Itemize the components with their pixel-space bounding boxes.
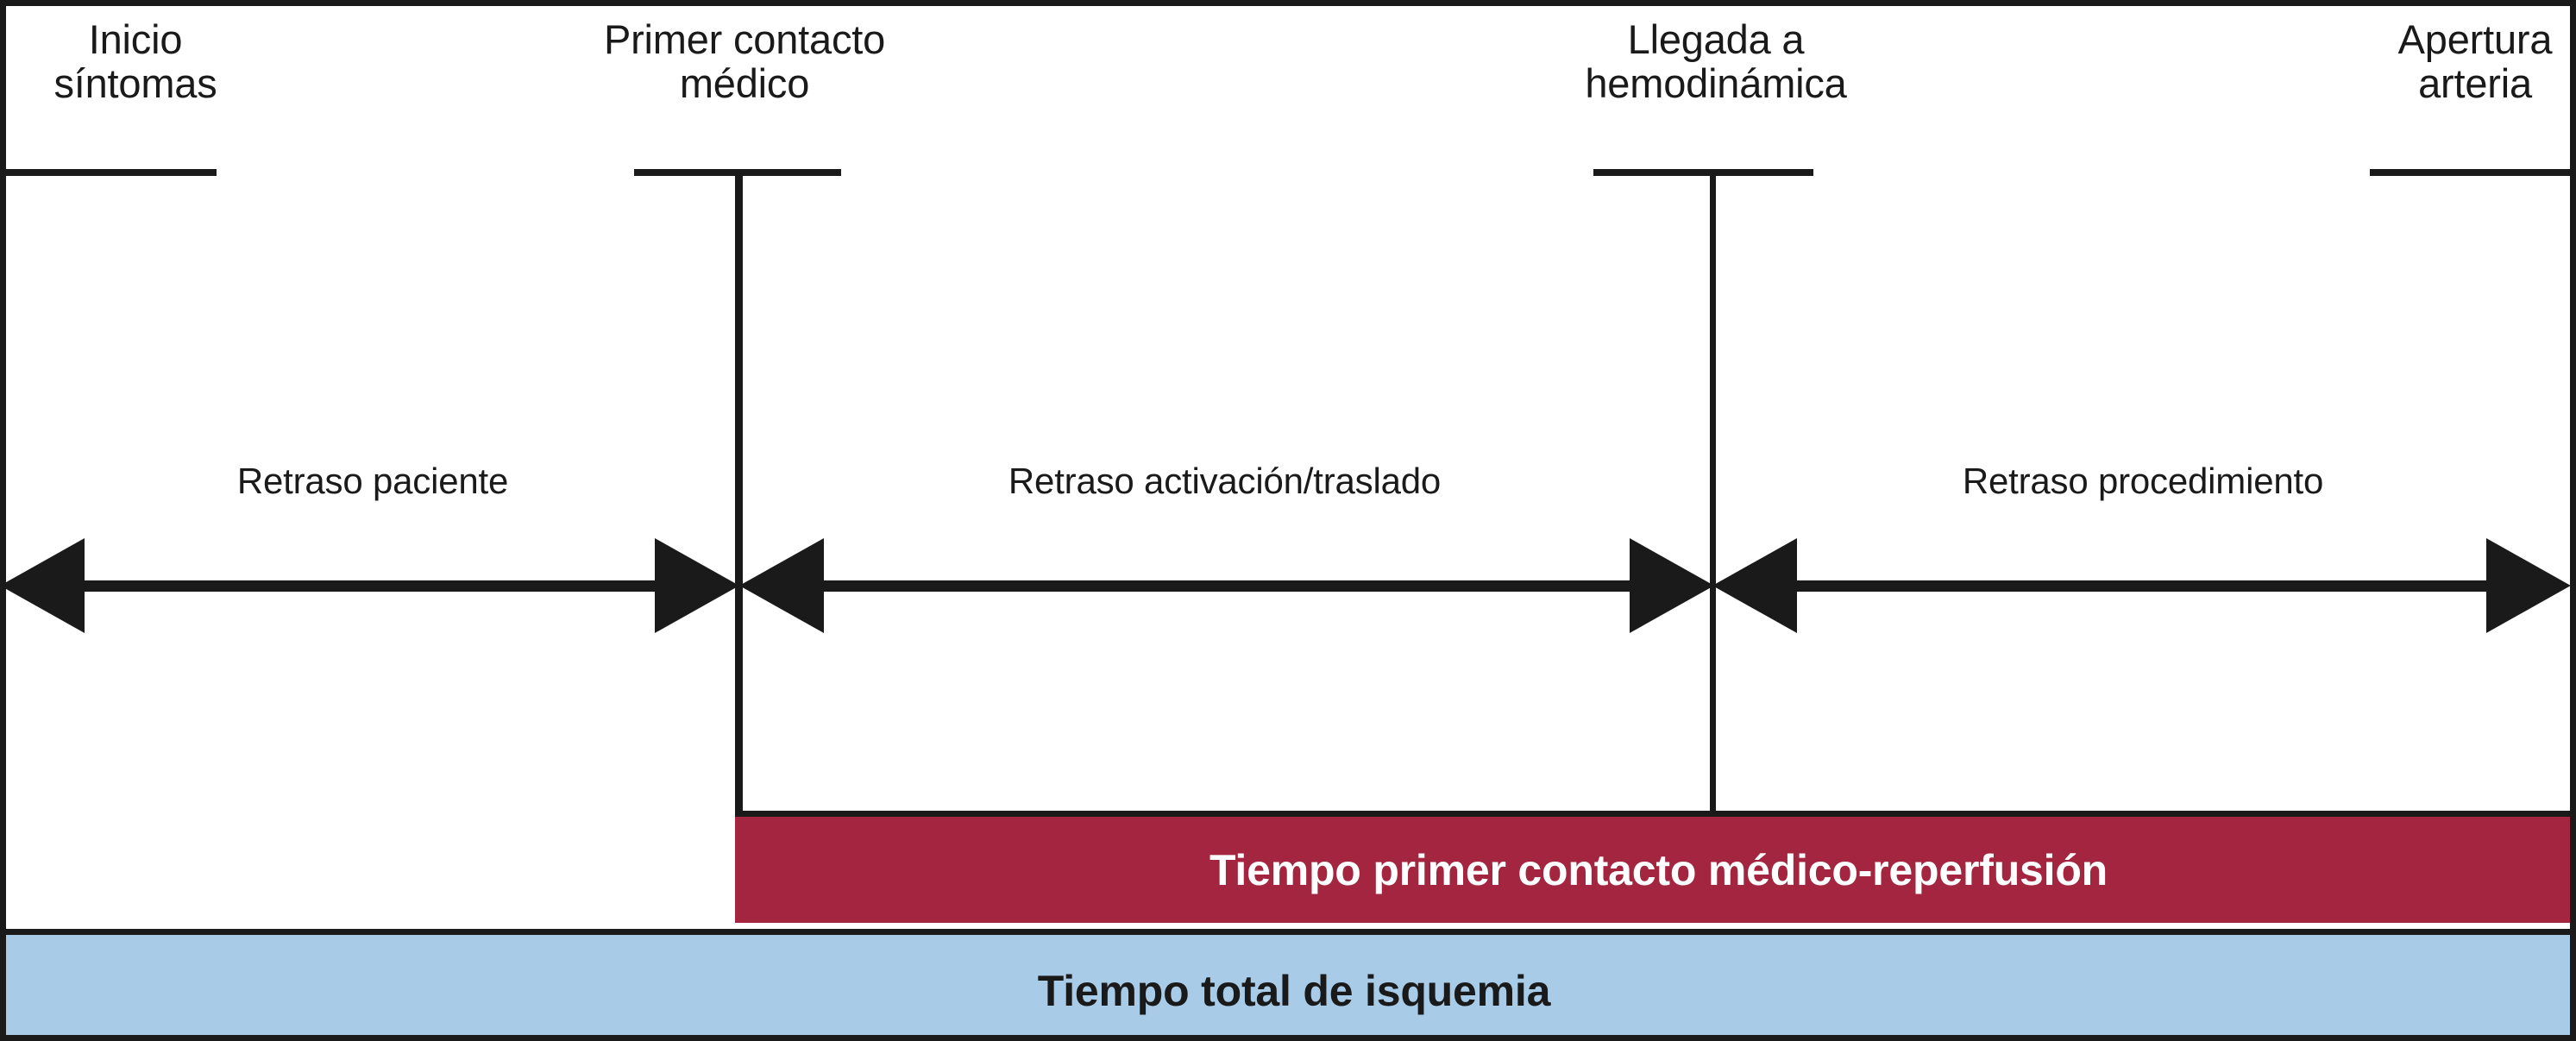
arrow-retraso-paciente [6, 538, 739, 633]
arrowhead-right-icon [1630, 538, 1714, 633]
arrowhead-right-icon [2486, 538, 2570, 633]
vertical-line-primer-contacto-medico [735, 169, 743, 903]
segment-label-retraso-activacion-traslado: Retraso activación/traslado [1008, 461, 1442, 501]
bar-tiempo-primer-contacto-medico-reperfusion: Tiempo primer contacto médico-reperfusió… [735, 811, 2570, 923]
arrow-shaft [1781, 580, 2502, 592]
milestone-label-primer-contacto-medico: Primer contacto médico [603, 16, 886, 106]
segment-label-retraso-paciente: Retraso paciente [236, 461, 509, 501]
arrow-retraso-activacion-traslado [739, 538, 1714, 633]
vertical-line-llegada-hemodinamica [1710, 169, 1716, 817]
bar-tiempo-total-de-isquemia: Tiempo total de isquemia [6, 929, 2570, 1035]
arrowhead-right-icon [655, 538, 739, 633]
milestone-label-inicio-sintomas: Inicio síntomas [53, 16, 217, 106]
segment-label-retraso-procedimiento: Retraso procedimiento [1962, 461, 2324, 501]
arrow-shaft [69, 580, 670, 592]
arrow-retraso-procedimiento [1712, 538, 2570, 633]
tick-underline-llegada-hemodinamica [1593, 169, 1813, 176]
arrow-shaft [808, 580, 1645, 592]
tick-underline-apertura-arteria [2370, 169, 2570, 176]
milestone-label-llegada-hemodinamica: Llegada a hemodinámica [1585, 16, 1847, 106]
milestone-label-apertura-arteria: Apertura arteria [2397, 16, 2553, 106]
tick-underline-inicio-sintomas [6, 169, 217, 176]
